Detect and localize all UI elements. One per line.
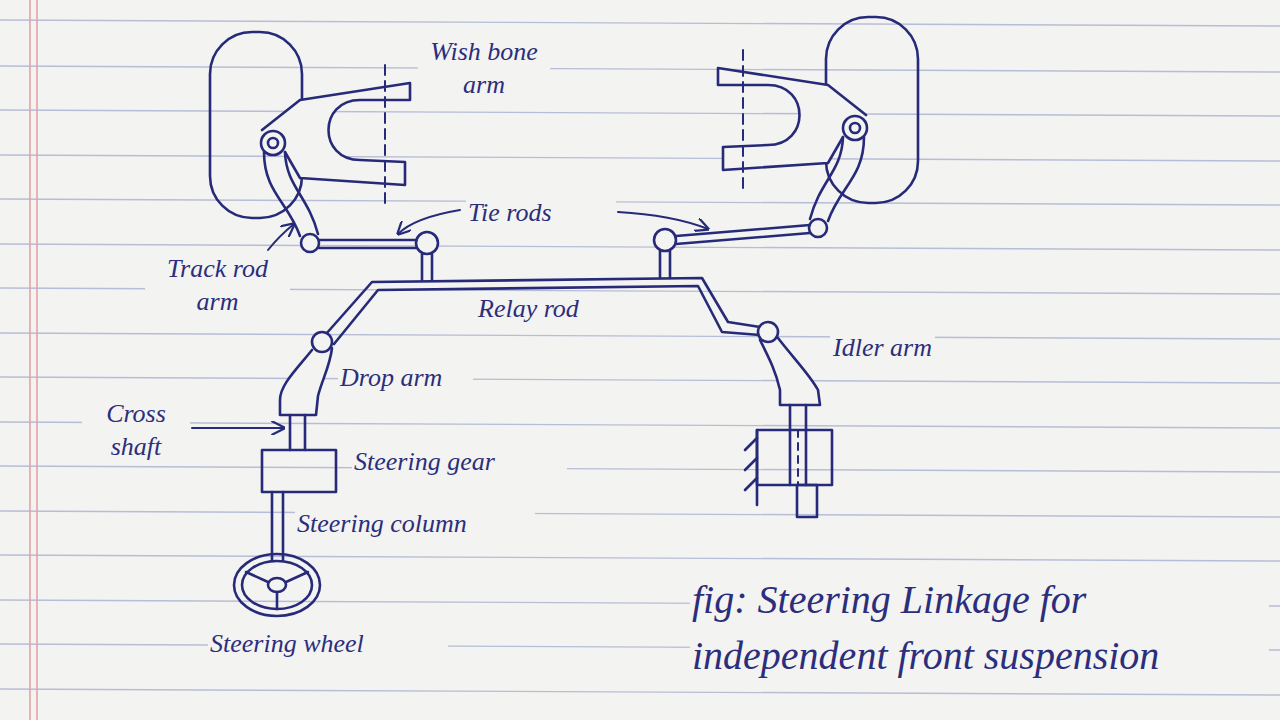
steering-gear-box [262,450,336,492]
wishbone-label: Wish bone arm [418,36,550,101]
leader-lines [192,210,708,428]
left-wheel-assembly [210,32,410,252]
margin-line [30,0,37,720]
drop-arm-label: Drop arm [338,362,473,395]
track-rod-arm-label: Track rod arm [145,253,290,318]
steering-column [272,492,283,560]
ruled-lines [0,20,1280,695]
steering-column-label: Steering column [295,508,535,541]
ball-joint [301,234,319,252]
hub-pivot [261,131,285,155]
tie-rod-right [654,225,810,278]
relay-rod [326,278,760,344]
tie-rods-label: Tie rods [466,197,616,230]
wishbone-arm [262,83,410,185]
figure-caption: fig: Steering Linkage for independent fr… [690,572,1269,684]
cross-shaft-label: Cross shaft [82,398,190,463]
tie-rod-left [319,232,438,280]
steering-wheel-symbol [234,554,320,616]
centre-line [384,65,386,205]
right-wheel-assembly [718,17,918,237]
hub-pivot [268,138,278,148]
track-rod-arm [285,152,318,234]
drop-arm [280,332,332,415]
idler-arm-label: Idler arm [830,332,935,365]
cross-shaft [290,415,305,450]
idler-arm [745,322,832,517]
relay-rod-label: Relay rod [476,293,626,326]
steering-wheel-label: Steering wheel [208,628,448,661]
steering-gear-label: Steering gear [352,446,567,479]
